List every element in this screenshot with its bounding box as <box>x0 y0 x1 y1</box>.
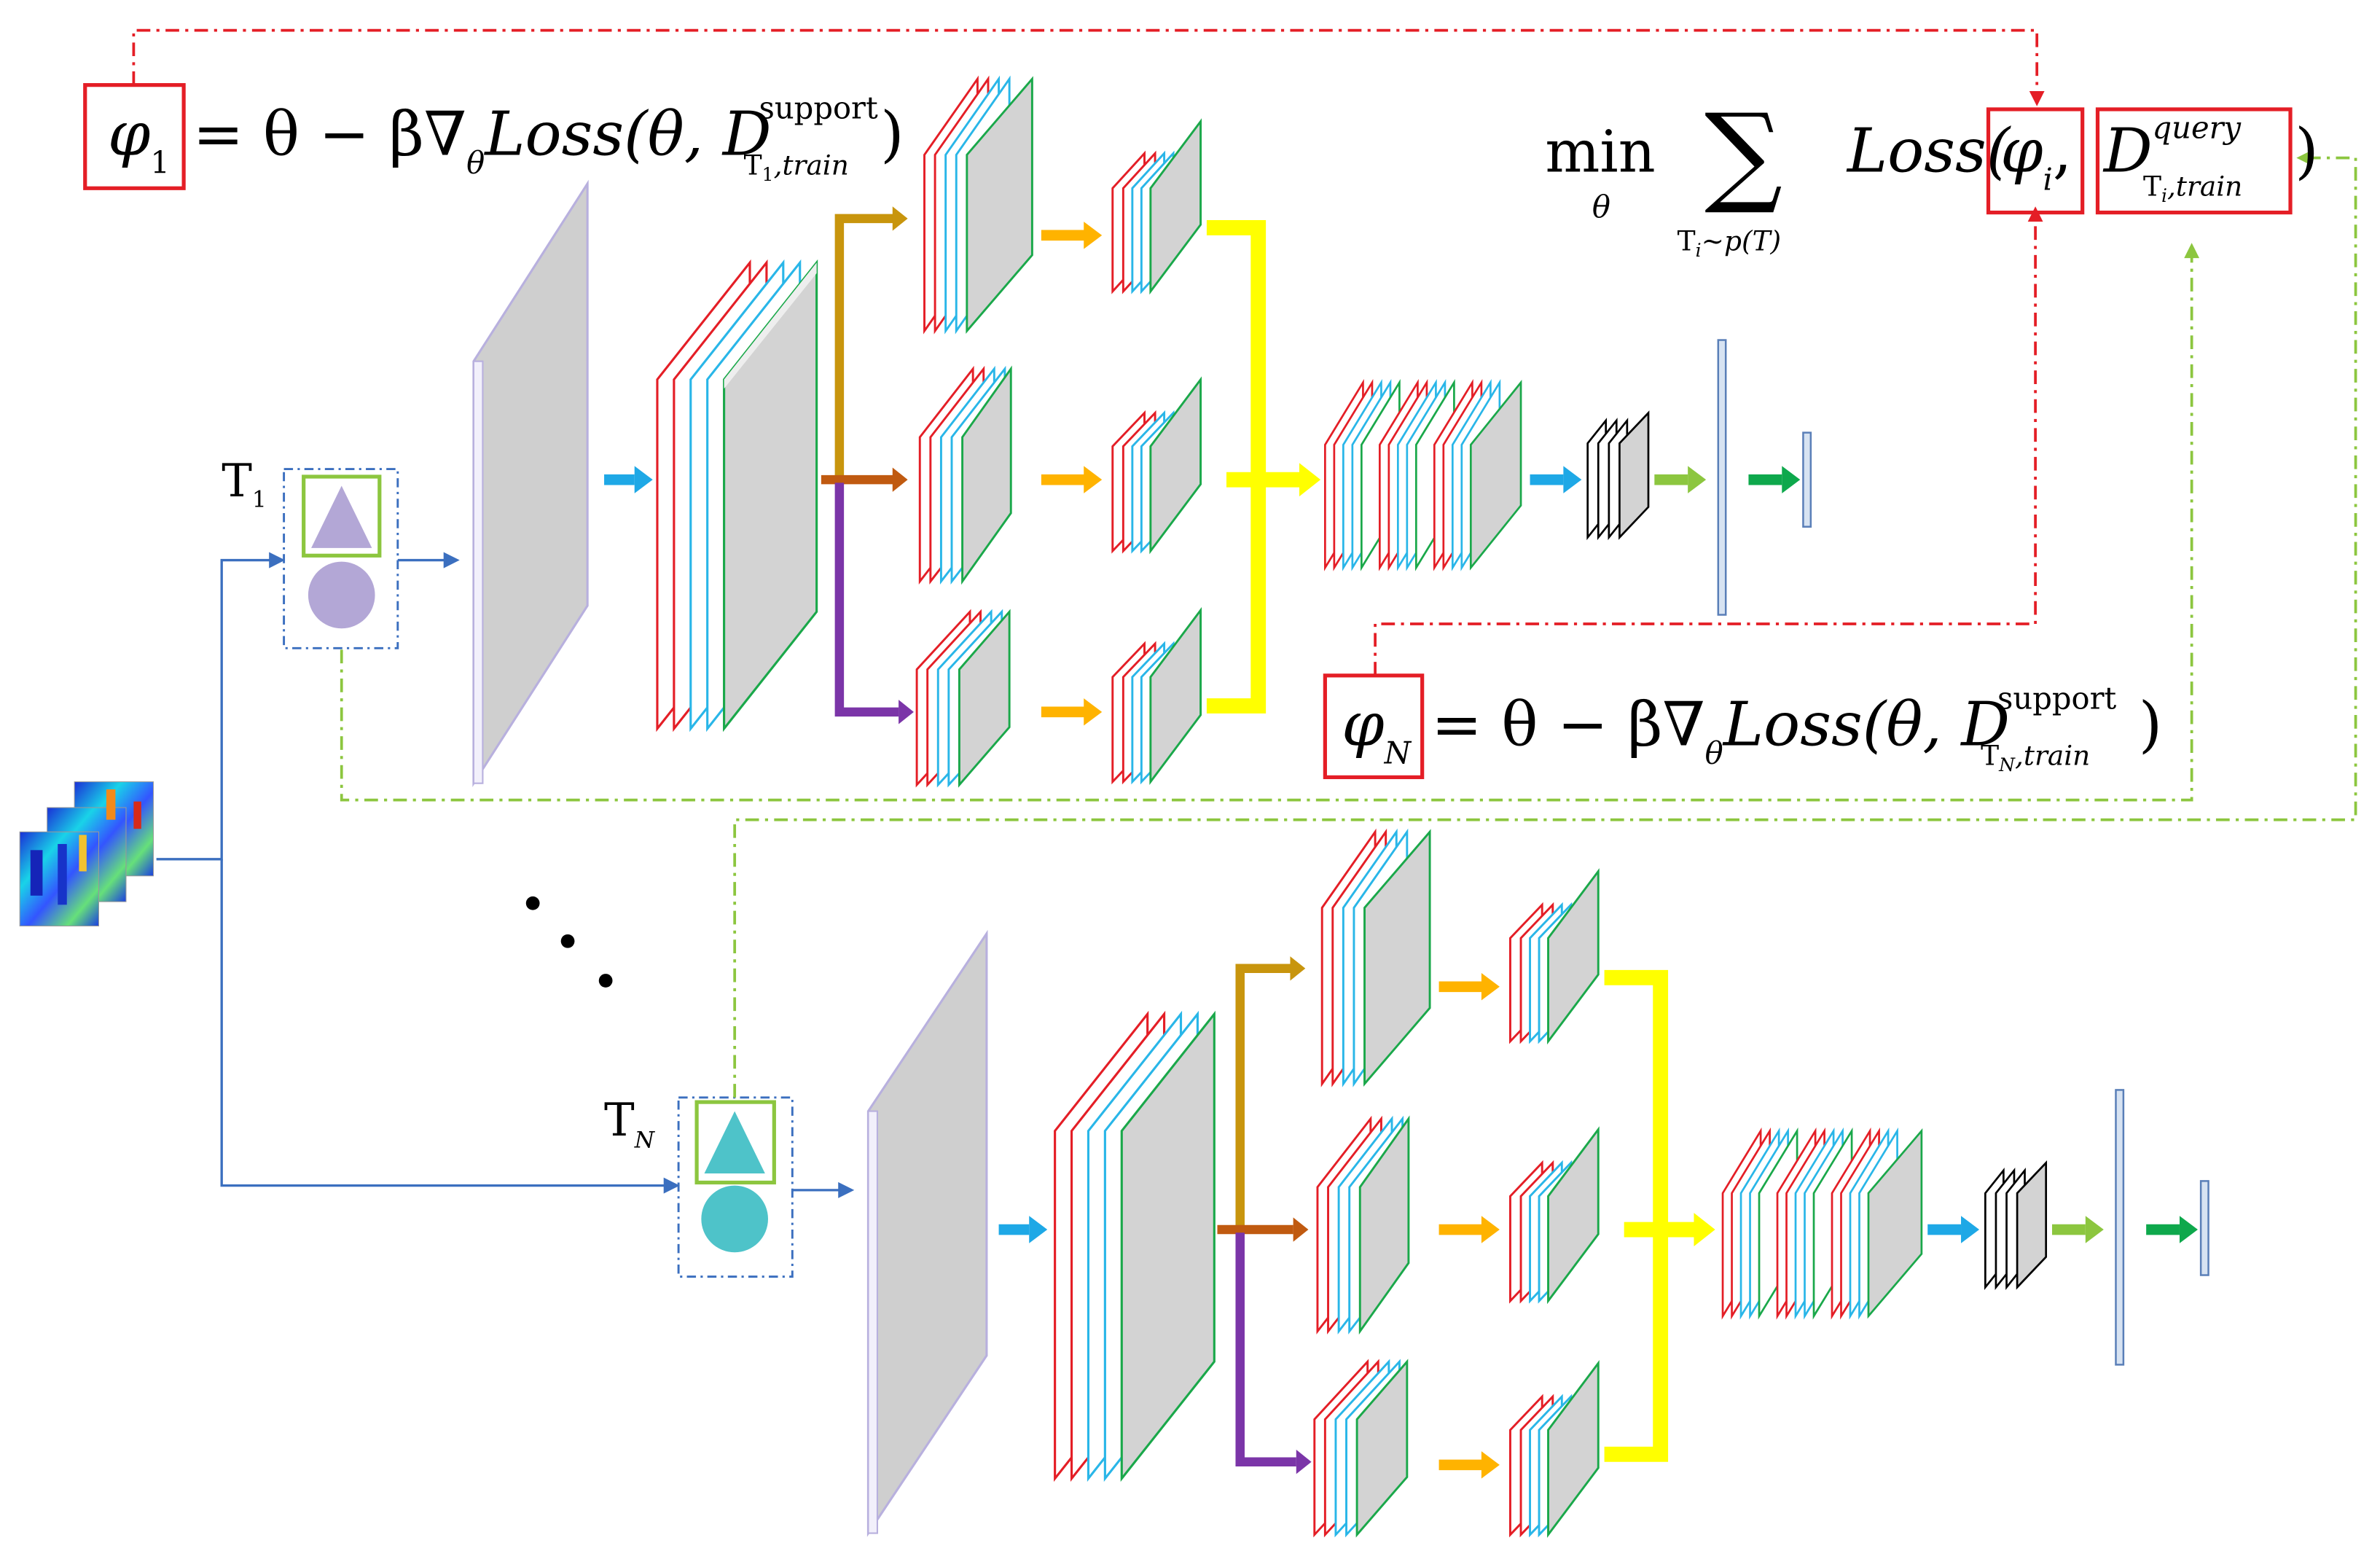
formula-phi1: φ1 = θ − β∇θLoss(θ, D support T1,train ) <box>83 83 904 190</box>
conv-block-top <box>923 75 1033 335</box>
conv-block-large <box>1054 1010 1216 1482</box>
svg-text:Ti,train: Ti,train <box>2143 171 2242 206</box>
svg-text:φ1: φ1 <box>108 98 170 180</box>
svg-text:Loss(: Loss( <box>1846 115 2011 186</box>
svg-text:= θ − β∇θLoss(θ, D: = θ − β∇θLoss(θ, D <box>193 98 772 180</box>
svg-text:= θ − β∇θLoss(θ, D: = θ − β∇θLoss(θ, D <box>1431 689 2010 771</box>
input-plane <box>472 179 589 788</box>
output-layer <box>2199 1180 2209 1276</box>
orange-arrows <box>1438 973 1500 1479</box>
svg-text:D: D <box>2102 115 2153 186</box>
svg-text:support: support <box>759 90 877 125</box>
query-data-lines <box>340 156 2357 1098</box>
small-conv-blocks <box>1111 118 1202 785</box>
small-conv-blocks <box>1509 868 1600 1539</box>
formula-phin: φN = θ − β∇θLoss(θ, D support TN,train ) <box>1323 673 2163 779</box>
svg-text:): ) <box>880 98 904 169</box>
task-box-t1 <box>283 468 399 649</box>
conv-block-mid <box>918 365 1012 585</box>
conv-block-large <box>656 259 818 732</box>
fc-layer <box>2115 1089 2125 1366</box>
yellow-merge <box>1206 220 1321 714</box>
triangle-icon <box>704 1111 765 1173</box>
task-box-tn <box>677 1096 794 1278</box>
output-layer <box>1802 431 1812 528</box>
ellipsis <box>525 896 613 988</box>
pipeline-n <box>866 828 2209 1539</box>
input-plane <box>866 929 988 1537</box>
circle-icon <box>701 1185 768 1253</box>
svg-text:Ti~p(T): Ti~p(T) <box>1678 225 1782 261</box>
triangle-icon <box>311 485 372 548</box>
conv-block-mid <box>1316 1115 1410 1335</box>
yellow-merge <box>1604 969 1715 1462</box>
svg-text:support: support <box>1997 681 2116 716</box>
branch-arrows <box>821 206 914 724</box>
pipeline-1 <box>472 75 1812 788</box>
fc-layer <box>1717 339 1727 616</box>
concat-block <box>1721 1127 1923 1320</box>
task-connectors <box>156 552 855 1198</box>
svg-text:query: query <box>2152 110 2241 146</box>
svg-text:φi,: φi, <box>2000 115 2072 197</box>
svg-text:): ) <box>2139 689 2163 760</box>
conv-block-top <box>1320 828 1431 1087</box>
small-black-block <box>1984 1160 2048 1291</box>
orange-arrows <box>1041 222 1103 726</box>
svg-text:): ) <box>2295 115 2319 186</box>
phi-feedback-lines <box>132 28 2039 676</box>
branch-arrows <box>1217 956 1312 1474</box>
svg-text:min: min <box>1545 118 1655 185</box>
svg-text:∑: ∑ <box>1704 90 1782 217</box>
circle-icon <box>308 561 375 629</box>
svg-text:θ: θ <box>1592 189 1610 224</box>
task-label-t1: T1 <box>222 454 267 513</box>
svg-text:φN: φN <box>1342 689 1412 771</box>
svg-text:TN,train: TN,train <box>1981 740 2090 775</box>
concat-block <box>1324 379 1522 571</box>
objective-formula: min θ ∑ Ti~p(T) Loss( φi, D query Ti,tra… <box>1545 90 2318 261</box>
conv-block-bot <box>915 609 1011 788</box>
small-black-block <box>1586 410 1650 541</box>
task-label-tn: TN <box>604 1093 656 1154</box>
conv-block-bot <box>1313 1359 1409 1538</box>
svg-text:T1,train: T1,train <box>744 149 849 185</box>
input-heatmap-stack <box>19 781 154 927</box>
